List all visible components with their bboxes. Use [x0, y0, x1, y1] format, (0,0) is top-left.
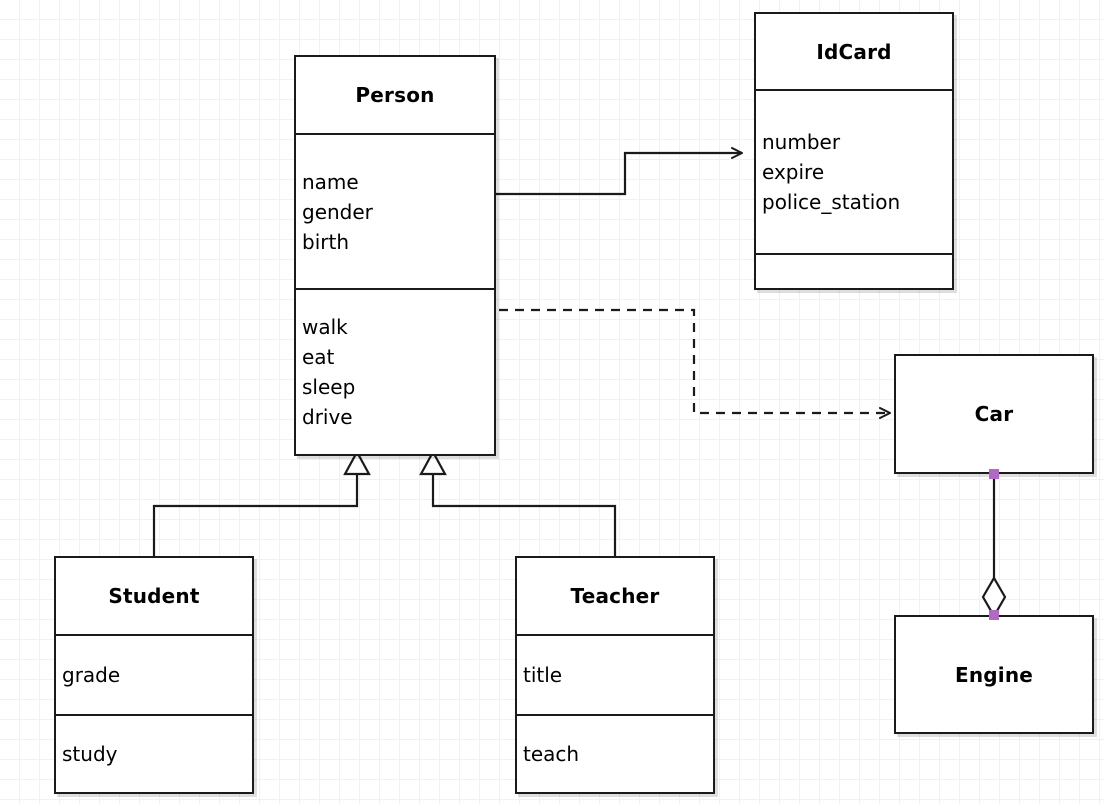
class-title-engine: Engine: [896, 617, 1092, 732]
class-box-car[interactable]: Car: [894, 354, 1094, 474]
class-title-person: Person: [296, 57, 494, 133]
class-title-student: Student: [56, 558, 252, 634]
operation-row: study: [62, 742, 118, 766]
class-name-idcard: IdCard: [816, 39, 892, 64]
connection-handle-engine[interactable]: [989, 610, 999, 620]
class-box-engine[interactable]: Engine: [894, 615, 1094, 734]
operation-row: sleep: [302, 375, 356, 399]
class-name-engine: Engine: [954, 662, 1034, 687]
operation-row: drive: [302, 405, 353, 429]
class-attributes-idcard: number expire police_station: [756, 89, 952, 253]
attribute-row: birth: [302, 229, 349, 254]
class-box-person[interactable]: Person name gender birth walk eat sleep …: [294, 55, 496, 456]
attribute-row: grade: [62, 663, 121, 687]
attribute-row: police_station: [762, 190, 901, 214]
class-box-teacher[interactable]: Teacher title teach: [515, 556, 715, 794]
edge-teacher-person[interactable]: [419, 449, 617, 556]
class-title-idcard: IdCard: [756, 14, 952, 89]
class-operations-student: study: [56, 714, 252, 792]
connection-handle-car[interactable]: [989, 469, 999, 479]
class-name-teacher: Teacher: [570, 584, 660, 608]
class-box-student[interactable]: Student grade study: [54, 556, 254, 794]
class-title-teacher: Teacher: [517, 558, 713, 634]
edge-person-car[interactable]: [499, 308, 891, 419]
class-title-car: Car: [896, 356, 1092, 472]
attribute-row: number: [762, 130, 841, 154]
operation-row: eat: [302, 345, 335, 369]
operation-row: teach: [523, 742, 580, 766]
class-name-person: Person: [355, 83, 435, 107]
attribute-row: title: [523, 663, 563, 687]
edge-car-engine[interactable]: [981, 474, 1007, 619]
class-attributes-person: name gender birth: [296, 133, 494, 288]
class-operations-person: walk eat sleep drive: [296, 288, 494, 454]
class-name-student: Student: [108, 584, 200, 608]
class-attributes-teacher: title: [517, 634, 713, 714]
class-operations-idcard: [756, 253, 952, 288]
edge-person-idcard[interactable]: [496, 147, 743, 196]
class-name-car: Car: [974, 402, 1014, 426]
class-operations-teacher: teach: [517, 714, 713, 792]
operation-row: walk: [302, 315, 348, 339]
attribute-row: gender: [302, 199, 373, 224]
class-attributes-student: grade: [56, 634, 252, 714]
class-box-idcard[interactable]: IdCard number expire police_station: [754, 12, 954, 290]
attribute-row: name: [302, 169, 359, 194]
edge-student-person[interactable]: [152, 449, 371, 556]
attribute-row: expire: [762, 160, 825, 184]
